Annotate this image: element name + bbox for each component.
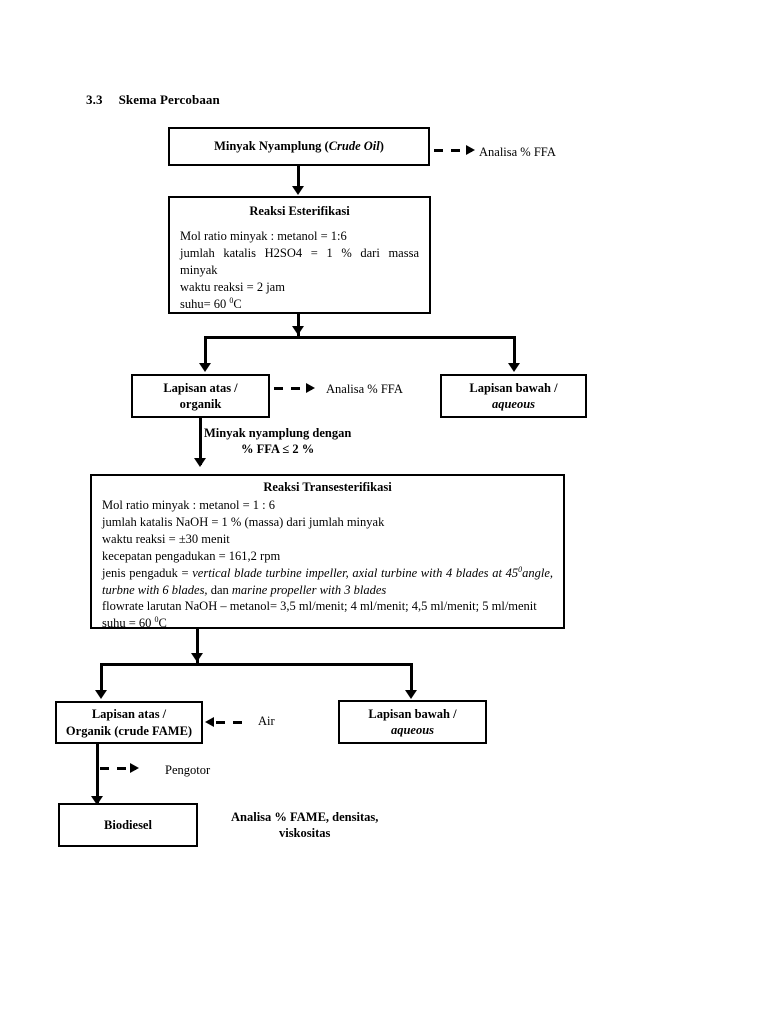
arrowhead-down-icon (508, 363, 520, 372)
transesterifikasi-line-4: kecepatan pengadukan = 161,2 rpm (102, 548, 281, 563)
arrowhead-down-icon (405, 690, 417, 699)
esterifikasi-line-4-post: C (233, 296, 242, 311)
trans-line5-ital3: marine propeller with 3 blades (231, 582, 387, 597)
node-lapisan-atas-crude-fame[interactable]: Lapisan atas / Organik (crude FAME) (55, 701, 203, 744)
connector-transesterifikasi-down (196, 629, 199, 663)
node-crude-oil-label: Minyak Nyamplung (Crude Oil) (214, 139, 384, 155)
node-biodiesel[interactable]: Biodiesel (58, 803, 198, 847)
arrowhead-down-icon (191, 653, 203, 662)
annotation-minyak-ffa: Minyak nyamplung dengan % FFA ≤ 2 % (204, 425, 351, 458)
trans-line5-pre: jenis pengaduk = (102, 565, 193, 580)
annotation-minyak-ffa-line-2: % FFA ≤ 2 % (240, 442, 315, 457)
crude-oil-title-italic: Crude Oil (328, 138, 380, 153)
branch-left-esterifikasi (204, 336, 207, 366)
esterifikasi-line-1: Mol ratio minyak : metanol = 1:6 (180, 229, 347, 243)
annotation-analisa-fame: Analisa % FAME, densitas, viskositas (231, 809, 378, 842)
crude-oil-title-main: Minyak Nyamplung ( (214, 138, 329, 153)
esterifikasi-line-2: jumlah katalis H2SO4 = 1 % dari massa mi… (180, 245, 419, 277)
node-lapisan-bawah-aqueous-1[interactable]: Lapisan bawah / aqueous (440, 374, 587, 418)
arrowhead-left-icon (205, 717, 214, 727)
arrowhead-down-icon (95, 690, 107, 699)
branch-left-transesterifikasi (100, 663, 103, 693)
crude-oil-title-tail: ) (379, 138, 384, 153)
dashed-connector-pengotor (100, 767, 136, 770)
branch-right-esterifikasi (513, 336, 516, 366)
arrowhead-down-icon (292, 326, 304, 335)
trans-line7-pre: suhu = 60 (102, 616, 155, 631)
lapisan-atas-1-line-1: Lapisan atas / (163, 380, 238, 395)
annotation-pengotor: Pengotor (165, 763, 211, 777)
split-bar-esterifikasi (204, 336, 515, 339)
connector-lapisanatas-transesterifikasi (199, 418, 202, 465)
lapisan-bawah-2-line-2: aqueous (390, 723, 435, 737)
transesterifikasi-title: Reaksi Transesterifikasi (263, 480, 392, 494)
annotation-analisa-fame-line-1: Analisa % FAME, densitas, (231, 810, 379, 824)
heading-number: 3.3 (86, 92, 103, 107)
trans-line7-sup: 0 (154, 615, 159, 625)
dashed-connector-lapisanatas-to-analisa (274, 387, 312, 390)
lapisan-bawah-1-line-1: Lapisan bawah / (469, 380, 558, 395)
trans-line5-sup: 0 (518, 564, 523, 574)
node-lapisan-bawah-aqueous-2[interactable]: Lapisan bawah / aqueous (338, 700, 487, 744)
node-reaksi-esterifikasi[interactable]: Reaksi Esterifikasi Mol ratio minyak : m… (168, 196, 431, 314)
node-lapisan-atas-organik[interactable]: Lapisan atas / organik (131, 374, 270, 418)
dashed-connector-air (216, 721, 250, 724)
annotation-analisa-ffa-mid: Analisa % FFA (326, 382, 403, 396)
connector-esterifikasi-down (297, 314, 300, 336)
arrowhead-down-icon (199, 363, 211, 372)
trans-line5-ital1: vertical blade turbine impeller, axial t… (192, 565, 519, 580)
annotation-minyak-ffa-line-1: Minyak nyamplung dengan (204, 426, 352, 440)
annotation-analisa-fame-line-2: viskositas (278, 826, 331, 841)
transesterifikasi-line-2: jumlah katalis NaOH = 1 % (massa) dari j… (102, 514, 385, 529)
split-bar-transesterifikasi (100, 663, 413, 666)
page-title: 3.3 Skema Percobaan (86, 92, 220, 108)
biodiesel-label: Biodiesel (104, 817, 152, 832)
dashed-connector-crude-oil-to-analisa (434, 149, 472, 152)
lapisan-bawah-1-line-2: aqueous (491, 397, 536, 411)
arrowhead-down-icon (91, 796, 103, 805)
esterifikasi-line-3: waktu reaksi = 2 jam (180, 279, 285, 294)
esterifikasi-line-4-pre: suhu= 60 (180, 296, 230, 311)
lapisan-atas-2-line-2: Organik (crude FAME) (65, 723, 193, 738)
transesterifikasi-line-1: Mol ratio minyak : metanol = 1 : 6 (102, 498, 275, 512)
node-reaksi-transesterifikasi[interactable]: Reaksi Transesterifikasi Mol ratio minya… (90, 474, 565, 632)
trans-line7-post: C (158, 616, 167, 631)
trans-line5-mid: dan (207, 582, 232, 597)
branch-right-transesterifikasi (410, 663, 413, 693)
annotation-air: Air (258, 714, 275, 728)
arrowhead-right-icon (466, 145, 475, 155)
esterifikasi-body: Mol ratio minyak : metanol = 1:6 jumlah … (180, 228, 419, 313)
trans-line5-ital2: angle, turbne with 6 blades, (102, 565, 553, 597)
esterifikasi-title: Reaksi Esterifikasi (249, 204, 350, 218)
lapisan-atas-2-line-1: Lapisan atas / (91, 707, 167, 722)
arrowhead-down-icon (194, 458, 206, 467)
arrowhead-right-icon (306, 383, 315, 393)
connector-crudefame-biodiesel (96, 744, 99, 810)
heading-text: Skema Percobaan (118, 92, 220, 107)
esterifikasi-line-4: suhu= 60 0C (180, 296, 419, 313)
arrowhead-right-icon (130, 763, 139, 773)
arrowhead-down-icon (292, 186, 304, 195)
lapisan-atas-1-line-2: organik (179, 397, 222, 411)
annotation-analisa-ffa-top: Analisa % FFA (479, 145, 556, 159)
transesterifikasi-line-5: jenis pengaduk = vertical blade turbine … (102, 565, 553, 599)
transesterifikasi-line-6: flowrate larutan NaOH – metanol= 3,5 ml/… (102, 599, 537, 614)
lapisan-bawah-2-line-1: Lapisan bawah / (368, 706, 457, 721)
transesterifikasi-line-3: waktu reaksi = ±30 menit (102, 531, 230, 546)
connector-crudeoil-esterifikasi (297, 166, 300, 189)
transesterifikasi-line-7: suhu = 60 0C (102, 615, 553, 632)
transesterifikasi-body: Mol ratio minyak : metanol = 1 : 6 jumla… (102, 497, 553, 632)
node-crude-oil[interactable]: Minyak Nyamplung (Crude Oil) (168, 127, 430, 166)
esterifikasi-line-4-sup: 0 (229, 295, 234, 305)
